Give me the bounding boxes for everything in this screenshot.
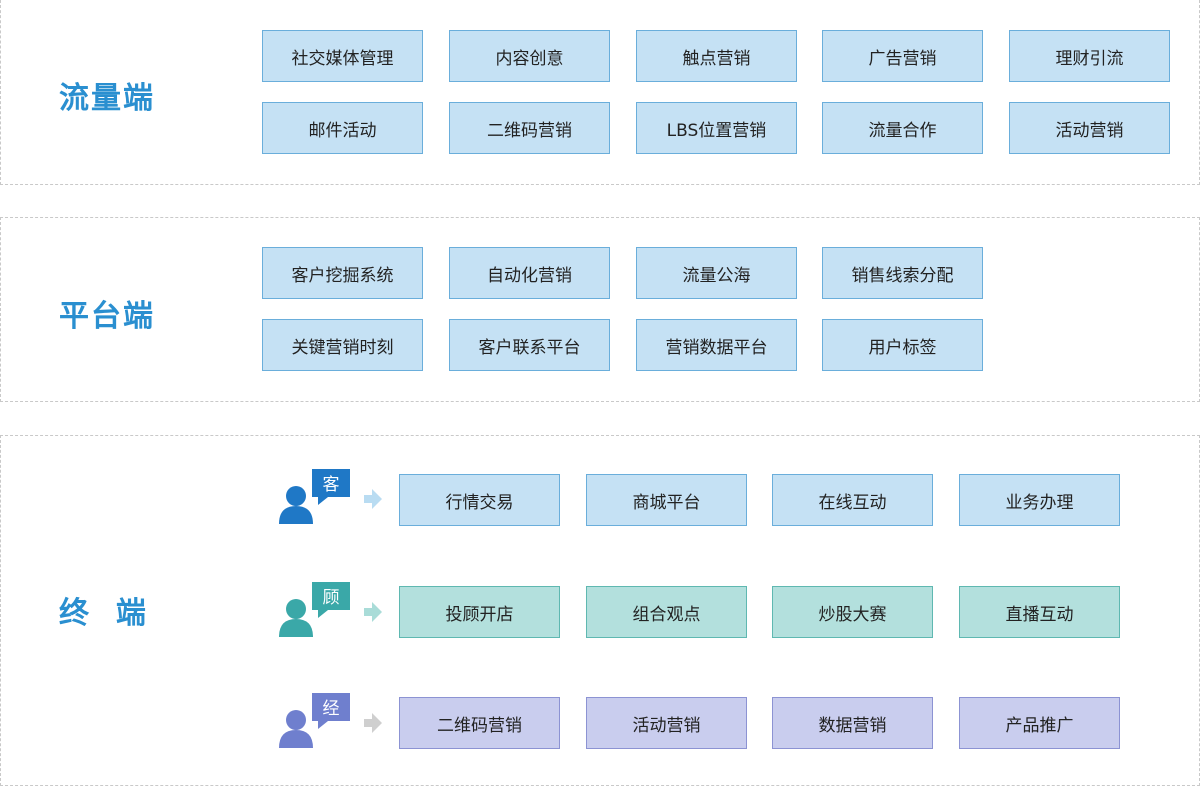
platform-item: 客户挖掘系统 xyxy=(262,247,423,299)
persona-badge: 经 xyxy=(322,698,340,719)
platform-section: 平台端 xyxy=(0,217,1200,402)
terminal-item: 投顾开店 xyxy=(399,586,560,638)
terminal-item: 商城平台 xyxy=(586,474,747,526)
traffic-item: 二维码营销 xyxy=(449,102,610,154)
customer-persona: 客 xyxy=(278,467,388,527)
terminal-item: 活动营销 xyxy=(586,697,747,749)
terminal-item: 数据营销 xyxy=(772,697,933,749)
platform-item: 用户标签 xyxy=(822,319,983,371)
traffic-item: 广告营销 xyxy=(822,30,983,82)
traffic-item: 流量合作 xyxy=(822,102,983,154)
traffic-item: 内容创意 xyxy=(449,30,610,82)
terminal-title: 终 端 xyxy=(59,596,148,631)
platform-item: 营销数据平台 xyxy=(636,319,797,371)
terminal-item: 直播互动 xyxy=(959,586,1120,638)
traffic-item: 理财引流 xyxy=(1009,30,1170,82)
terminal-item: 产品推广 xyxy=(959,697,1120,749)
advisor-user-icon xyxy=(279,582,382,637)
platform-item: 销售线索分配 xyxy=(822,247,983,299)
platform-item: 客户联系平台 xyxy=(449,319,610,371)
traffic-item: 邮件活动 xyxy=(262,102,423,154)
terminal-item: 业务办理 xyxy=(959,474,1120,526)
platform-title: 平台端 xyxy=(59,299,155,334)
customer-user-icon xyxy=(279,469,382,524)
broker-user-icon xyxy=(279,693,382,748)
traffic-item: LBS位置营销 xyxy=(636,102,797,154)
terminal-item: 炒股大赛 xyxy=(772,586,933,638)
platform-item: 自动化营销 xyxy=(449,247,610,299)
traffic-item: 社交媒体管理 xyxy=(262,30,423,82)
arrow-right-icon xyxy=(364,602,382,622)
terminal-item: 在线互动 xyxy=(772,474,933,526)
terminal-item: 行情交易 xyxy=(399,474,560,526)
arrow-right-icon xyxy=(364,713,382,733)
persona-badge: 客 xyxy=(322,474,340,495)
platform-item: 关键营销时刻 xyxy=(262,319,423,371)
traffic-title: 流量端 xyxy=(59,81,155,116)
traffic-item: 触点营销 xyxy=(636,30,797,82)
traffic-section: 流量端 xyxy=(0,0,1200,185)
traffic-item: 活动营销 xyxy=(1009,102,1170,154)
arrow-right-icon xyxy=(364,489,382,509)
advisor-persona: 顾 xyxy=(278,580,388,640)
terminal-item: 二维码营销 xyxy=(399,697,560,749)
broker-persona: 经 xyxy=(278,691,388,751)
terminal-item: 组合观点 xyxy=(586,586,747,638)
platform-item: 流量公海 xyxy=(636,247,797,299)
persona-badge: 顾 xyxy=(322,587,340,608)
